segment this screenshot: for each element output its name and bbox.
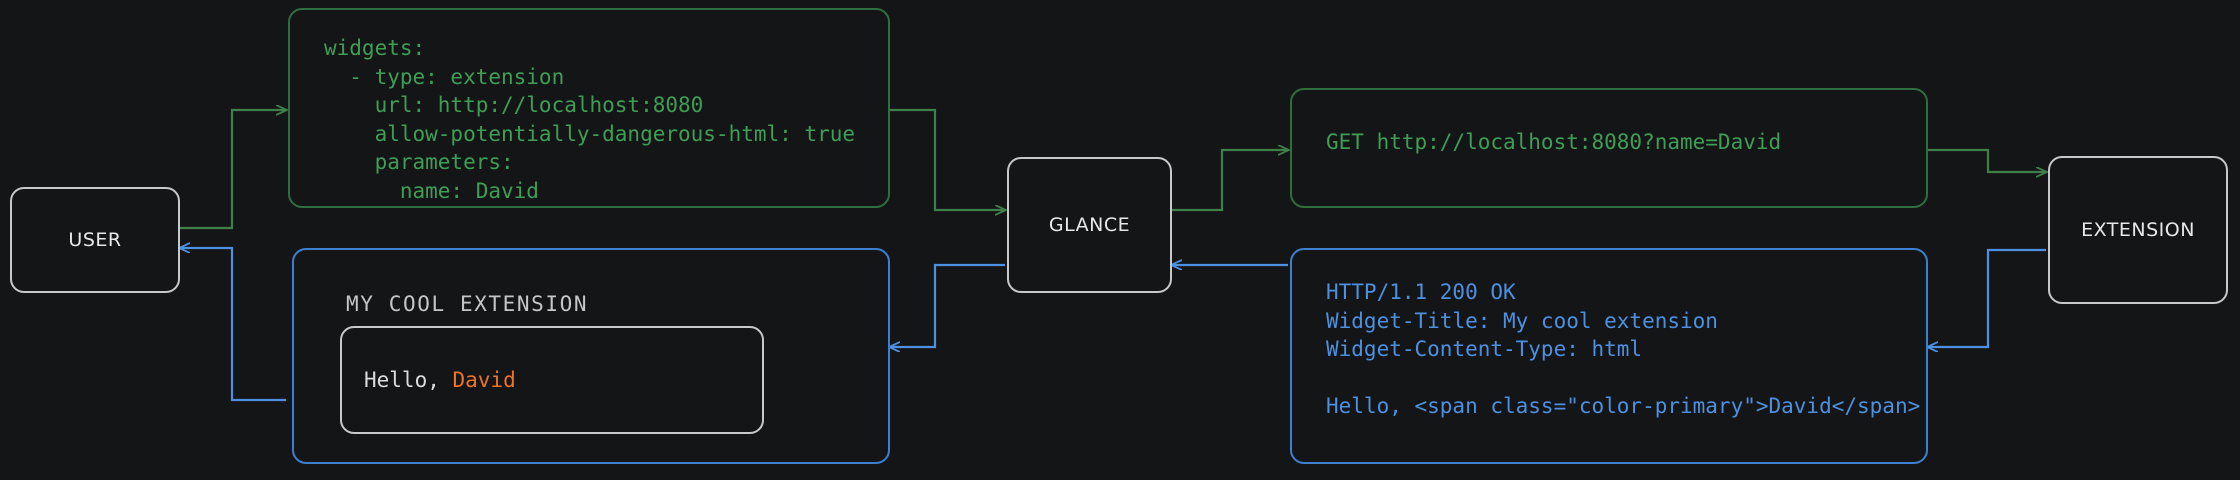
yaml-line-0: widgets:	[324, 36, 426, 60]
node-user-label: USER	[68, 229, 122, 251]
yaml-line-3: allow-potentially-dangerous-html: true	[324, 121, 856, 146]
yaml-line-1: - type: extension	[324, 64, 565, 89]
edge-request-to-extension	[1928, 148, 2046, 172]
edge-user-to-config	[180, 110, 286, 230]
edge-glance-to-widget	[890, 263, 1005, 347]
yaml-line-2: url: http://localhost:8080	[324, 93, 704, 117]
rendered-widget-body: Hello, David	[340, 326, 764, 434]
http-request-box: GET http://localhost:8080?name=David	[1290, 88, 1928, 208]
rendered-widget-card: MY COOL EXTENSION Hello, David	[292, 248, 890, 464]
edge-extension-to-response	[1928, 248, 2046, 347]
node-user[interactable]: USER	[10, 187, 180, 293]
http-response-box: HTTP/1.1 200 OK Widget-Title: My cool ext…	[1290, 248, 1928, 464]
edge-glance-to-request	[1172, 150, 1288, 212]
node-extension-label: EXTENSION	[2081, 219, 2195, 241]
rendered-widget-greeting: Hello, David	[364, 368, 516, 392]
edge-widget-to-user	[180, 248, 286, 402]
greeting-name: David	[452, 368, 516, 392]
yaml-config-box: widgets: - type: extension url: http://l…	[288, 8, 890, 208]
http-response-line-0: HTTP/1.1 200 OK	[1326, 280, 1516, 304]
node-glance-label: GLANCE	[1048, 214, 1131, 236]
http-request-line-0: GET http://localhost:8080?name=David	[1326, 130, 1782, 154]
edge-config-to-glance	[890, 108, 1005, 210]
http-response-line-3	[1326, 364, 1926, 393]
http-response-line-2: Widget-Content-Type: html	[1326, 337, 1643, 361]
yaml-line-5: name: David	[324, 178, 539, 203]
greeting-prefix: Hello,	[364, 368, 453, 392]
http-response-line-1: Widget-Title: My cool extension	[1326, 308, 1718, 333]
yaml-line-4: parameters:	[324, 150, 514, 174]
rendered-widget-title: MY COOL EXTENSION	[346, 292, 589, 316]
node-glance[interactable]: GLANCE	[1007, 157, 1172, 293]
http-response-line-4: Hello, <span class="color-primary">David…	[1326, 394, 1921, 418]
node-extension[interactable]: EXTENSION	[2048, 156, 2228, 304]
